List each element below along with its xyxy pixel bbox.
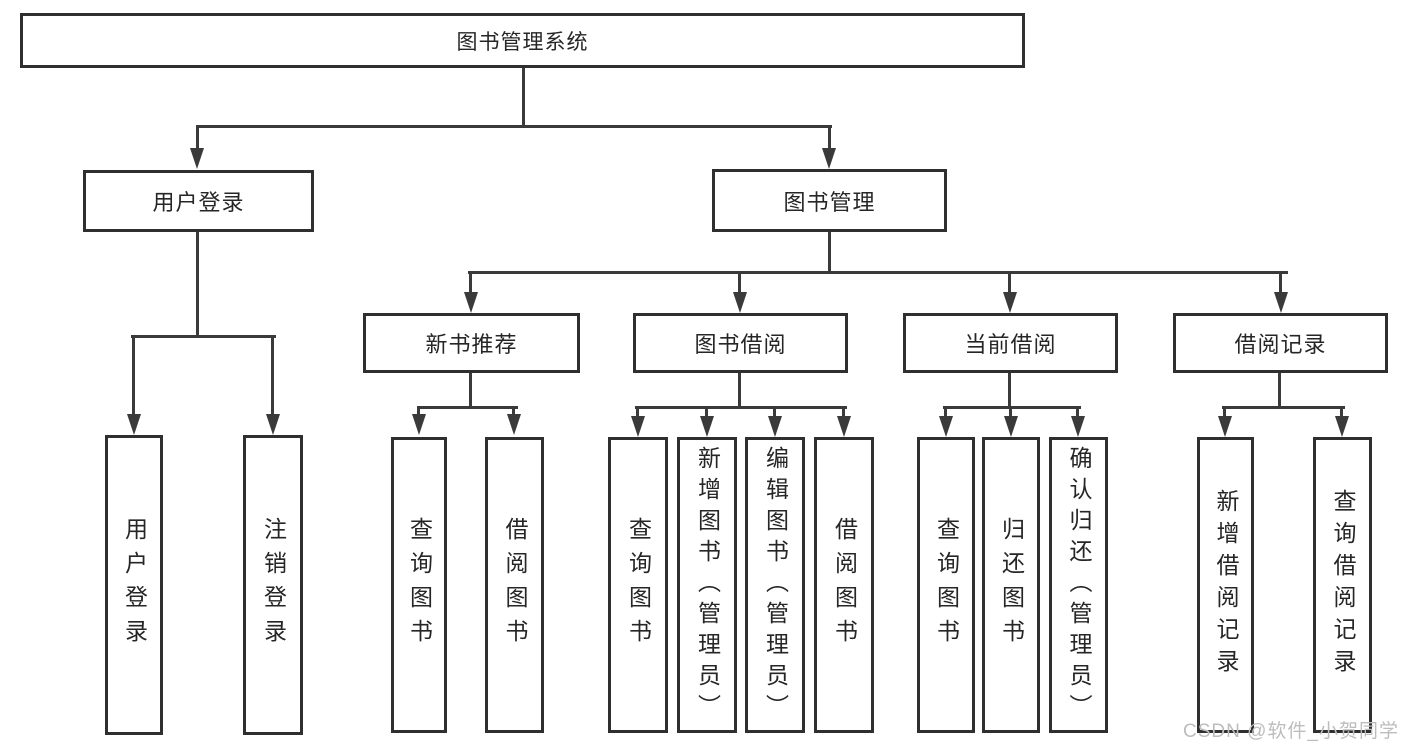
connector-line: [417, 406, 420, 418]
leaf-label: 查询图书: [406, 517, 433, 653]
arrowhead-down-icon: [822, 148, 836, 169]
connector-line: [1279, 271, 1282, 295]
connector-line: [132, 335, 135, 417]
arrowhead-down-icon: [1274, 292, 1288, 313]
arrowhead-down-icon: [939, 416, 953, 437]
node-root-label: 图书管理系统: [456, 30, 589, 54]
connector-line: [469, 271, 472, 295]
arrowhead-down-icon: [1335, 416, 1349, 437]
leaf-user-login: 用户登录: [105, 435, 163, 735]
leaf-label: 新增借阅记录: [1213, 489, 1239, 681]
connector-line: [512, 406, 515, 418]
connector-line: [1278, 373, 1281, 409]
leaf-label: 借阅图书: [502, 517, 528, 653]
connector-line: [469, 373, 472, 409]
arrowhead-down-icon: [412, 414, 426, 435]
connector-line: [738, 271, 741, 295]
leaf-label: 查询借阅记录: [1330, 489, 1356, 681]
arrowhead-down-icon: [1003, 292, 1017, 313]
connector-line: [943, 406, 1081, 409]
arrowhead-down-icon: [1071, 416, 1085, 437]
leaf-label: 注销登录: [260, 517, 287, 653]
arrowhead-down-icon: [1218, 416, 1232, 437]
arrowhead-down-icon: [700, 416, 714, 437]
connector-line: [1222, 406, 1345, 409]
node-new-book-recommend: 新书推荐: [363, 313, 580, 373]
connector-line: [944, 406, 947, 420]
leaf-label: 用户登录: [121, 517, 148, 653]
leaf-label: 归还图书: [998, 517, 1025, 653]
node-current-borrow: 当前借阅: [903, 313, 1118, 373]
node-borrow-record: 借阅记录: [1173, 313, 1388, 373]
connector-line: [635, 406, 847, 409]
connector-line: [522, 68, 525, 128]
node-book-borrow: 图书借阅: [633, 313, 848, 373]
connector-line: [1076, 406, 1079, 420]
arrowhead-down-icon: [631, 416, 645, 437]
arrowhead-down-icon: [464, 292, 478, 313]
connector-line: [738, 373, 741, 409]
leaf-query-books-1: 查询图书: [391, 437, 447, 733]
leaf-confirm-return-admin: 确认归还（管理员）: [1049, 437, 1108, 733]
connector-line: [131, 335, 276, 338]
connector-line: [705, 406, 708, 420]
connector-line: [828, 125, 831, 152]
node-book-management-label: 图书管理: [783, 189, 876, 215]
leaf-label: 查询图书: [933, 517, 960, 653]
connector-line: [468, 271, 1288, 274]
connector-line: [828, 232, 831, 274]
leaf-add-borrow-record: 新增借阅记录: [1197, 437, 1254, 733]
node-root: 图书管理系统: [20, 13, 1025, 68]
arrowhead-down-icon: [768, 416, 782, 437]
leaf-borrow-books-2: 借阅图书: [814, 437, 874, 733]
connector-line: [636, 406, 639, 420]
connector-line: [417, 406, 518, 409]
node-book-management: 图书管理: [712, 169, 947, 232]
leaf-query-books-3: 查询图书: [917, 437, 975, 733]
leaf-label: 新增图书（管理员）: [694, 445, 721, 725]
connector-line: [842, 406, 845, 420]
leaf-label: 查询图书: [625, 517, 652, 653]
connector-line: [1008, 271, 1011, 295]
leaf-add-books-admin: 新增图书（管理员）: [677, 437, 737, 733]
leaf-return-books: 归还图书: [982, 437, 1040, 733]
arrowhead-down-icon: [266, 414, 280, 435]
leaf-edit-books-admin: 编辑图书（管理员）: [745, 437, 805, 733]
connector-line: [773, 406, 776, 420]
node-borrow-record-label: 借阅记录: [1234, 332, 1327, 357]
arrowhead-down-icon: [190, 148, 204, 169]
node-new-book-recommend-label: 新书推荐: [425, 332, 518, 357]
leaf-label: 确认归还（管理员）: [1066, 445, 1092, 725]
leaf-borrow-books-1: 借阅图书: [485, 437, 544, 733]
leaf-label: 编辑图书（管理员）: [762, 445, 789, 725]
connector-line: [1009, 406, 1012, 420]
arrowhead-down-icon: [1004, 416, 1018, 437]
node-current-borrow-label: 当前借阅: [964, 332, 1057, 357]
arrowhead-down-icon: [127, 414, 141, 435]
connector-line: [1008, 373, 1011, 409]
node-user-login-label: 用户登录: [152, 190, 245, 215]
node-book-borrow-label: 图书借阅: [694, 332, 787, 357]
node-user-login: 用户登录: [83, 170, 314, 232]
connector-line: [196, 125, 832, 128]
connector-line: [271, 335, 274, 417]
watermark: CSDN @软件_小贺同学: [1183, 721, 1399, 742]
leaf-label: 借阅图书: [831, 517, 858, 653]
arrowhead-down-icon: [837, 416, 851, 437]
leaf-query-books-2: 查询图书: [608, 437, 668, 733]
arrowhead-down-icon: [507, 414, 521, 435]
leaf-query-borrow-record: 查询借阅记录: [1313, 437, 1372, 733]
connector-line: [196, 232, 199, 338]
connector-line: [1223, 406, 1226, 420]
connector-line: [196, 125, 199, 152]
leaf-logout: 注销登录: [243, 435, 303, 735]
connector-line: [1340, 406, 1343, 420]
arrowhead-down-icon: [733, 292, 747, 313]
